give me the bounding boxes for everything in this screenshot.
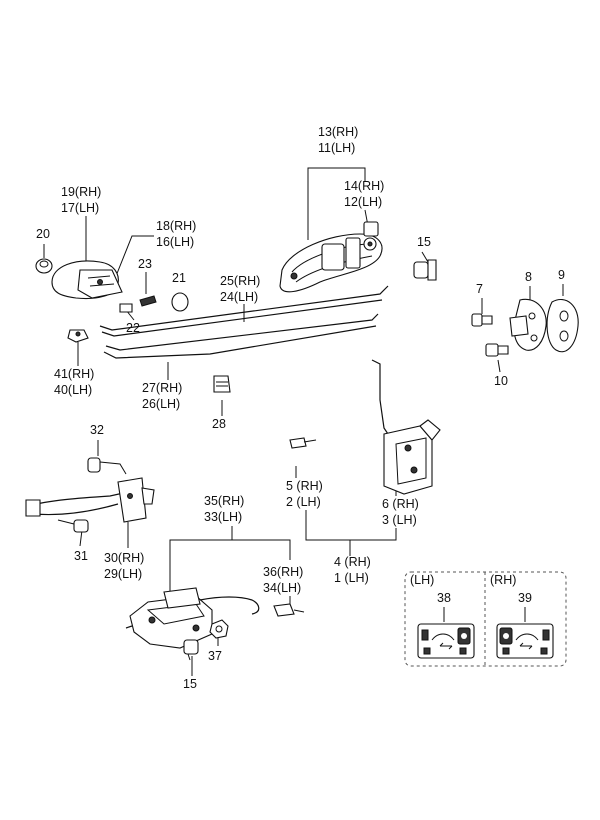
label-26-lh: 26(LH) (142, 397, 180, 411)
label-38: 38 (437, 591, 451, 605)
label-9: 9 (558, 268, 565, 282)
inset-lh-header: (LH) (410, 573, 434, 587)
lock-link-assembly: 32 31 30(RH) 29(LH) (25, 423, 155, 581)
inset-rh-header: (RH) (490, 573, 516, 587)
label-29-lh: 29(LH) (104, 567, 142, 581)
label-14-rh: 14(RH) (344, 179, 384, 193)
label-36-rh: 36(RH) (263, 565, 303, 579)
rods: 25(RH) 24(LH) 41(RH) 40(LH) 27(RH) 26(LH… (54, 274, 389, 431)
striker-assembly: 7 8 9 10 (471, 268, 579, 388)
label-17-lh: 17(LH) (61, 201, 99, 215)
label-18-rh: 18(RH) (156, 219, 196, 233)
label-22: 22 (126, 321, 140, 335)
label-31: 31 (74, 549, 88, 563)
label-19-rh: 19(RH) (61, 185, 101, 199)
label-33-lh: 33(LH) (204, 510, 242, 524)
lock-label-38-icon (417, 623, 475, 659)
label-13-rh: 13(RH) (318, 125, 358, 139)
label-7: 7 (476, 282, 483, 296)
label-11-lh: 11(LH) (318, 141, 355, 155)
label-2-lh: 2 (LH) (286, 495, 321, 509)
label-24-lh: 24(LH) (220, 290, 258, 304)
label-15-bottom: 15 (183, 677, 197, 691)
lock-label-inset: (LH) (RH) 38 39 (404, 571, 567, 667)
label-41-rh: 41(RH) (54, 367, 94, 381)
label-37: 37 (208, 649, 222, 663)
label-28: 28 (212, 417, 226, 431)
label-15-top: 15 (417, 235, 431, 249)
door-latch-assembly: 5 (RH) 2 (LH) 6 (RH) 3 (LH) 4 (RH) 1 (LH… (286, 359, 441, 585)
outside-handle-assembly: 13(RH) 11(LH) 14(RH) 12(LH) 15 (279, 125, 437, 293)
label-6-rh: 6 (RH) (382, 497, 419, 511)
label-35-rh: 35(RH) (204, 494, 244, 508)
label-32: 32 (90, 423, 104, 437)
label-4-rh: 4 (RH) (334, 555, 371, 569)
label-40-lh: 40(LH) (54, 383, 92, 397)
label-23: 23 (138, 257, 152, 271)
label-16-lh: 16(LH) (156, 235, 194, 249)
label-21: 21 (172, 271, 186, 285)
label-39: 39 (518, 591, 532, 605)
label-34-lh: 34(LH) (263, 581, 301, 595)
label-8: 8 (525, 270, 532, 284)
label-25-rh: 25(RH) (220, 274, 260, 288)
label-5-rh: 5 (RH) (286, 479, 323, 493)
label-10: 10 (494, 374, 508, 388)
label-1-lh: 1 (LH) (334, 571, 369, 585)
label-12-lh: 12(LH) (344, 195, 382, 209)
label-3-lh: 3 (LH) (382, 513, 417, 527)
label-30-rh: 30(RH) (104, 551, 144, 565)
lock-label-39-icon (496, 623, 554, 659)
inside-handle-assembly: 19(RH) 17(LH) 18(RH) 16(LH) 20 23 21 22 (35, 185, 196, 335)
actuator-assembly: 35(RH) 33(LH) 36(RH) 34(LH) 37 15 (125, 494, 305, 691)
label-20: 20 (36, 227, 50, 241)
label-27-rh: 27(RH) (142, 381, 182, 395)
